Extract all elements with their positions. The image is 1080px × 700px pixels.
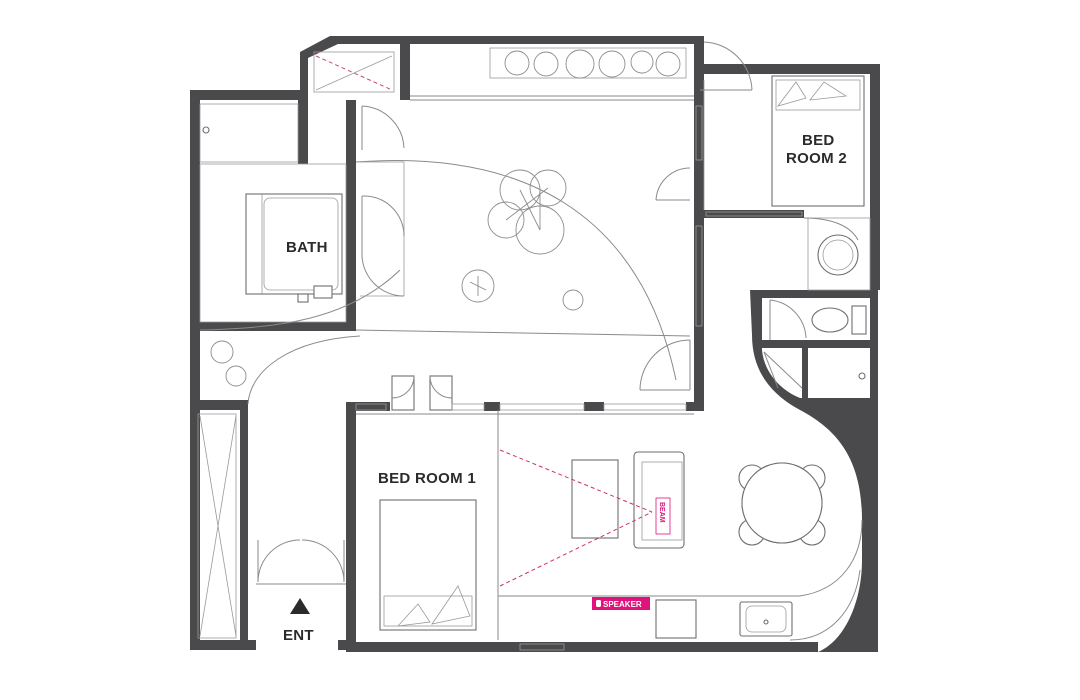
speaker-label: SPEAKER (603, 600, 642, 609)
speaker-tag: SPEAKER (592, 597, 650, 610)
beam-tag: BEAM (658, 502, 665, 523)
windows (355, 105, 803, 651)
interior-lines (197, 47, 871, 641)
label-bedroom2-line1: BED (802, 132, 835, 149)
projection-beam: BEAM (499, 449, 671, 587)
label-bedroom2-line2: ROOM 2 (786, 150, 847, 167)
entrance-arrow-icon (290, 598, 310, 614)
label-bath: BATH (286, 239, 328, 256)
furniture (379, 75, 867, 639)
speaker-icon (596, 600, 601, 607)
room-labels: BATH BED ROOM 1 BED ROOM 2 ENT (283, 132, 847, 644)
dining-chairs (738, 462, 826, 546)
label-entrance: ENT (283, 627, 314, 644)
plants (210, 49, 681, 387)
label-bedroom1: BED ROOM 1 (378, 470, 476, 487)
doors (256, 41, 807, 585)
